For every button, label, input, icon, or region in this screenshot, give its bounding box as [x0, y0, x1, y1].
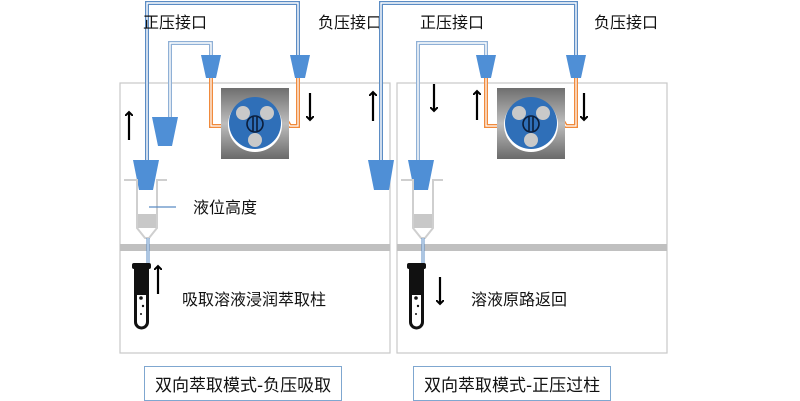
left-sample-tube-icon: [132, 263, 151, 330]
left-return-funnel: [368, 160, 394, 190]
left-column-funnel: [133, 160, 159, 190]
left-mode-caption: 双向萃取模式-负压吸取: [144, 366, 343, 401]
left-positive-port-funnel: [201, 55, 221, 78]
right-action-label: 溶液原路返回: [471, 290, 567, 309]
right-pump-rotor-icon: [522, 115, 540, 133]
left-panel-frame: [119, 82, 391, 354]
left-peristaltic-pump: [221, 88, 289, 159]
left-vent-funnel: [152, 117, 178, 146]
left-spe-column: [124, 179, 167, 265]
right-negative-port-label: 负压接口: [594, 13, 658, 32]
left-positive-port-label: 正压接口: [143, 13, 207, 32]
right-shelf: [397, 244, 667, 251]
right-sample-tube-icon: [407, 263, 426, 330]
right-peristaltic-pump: [497, 88, 565, 159]
right-positive-port-funnel: [476, 55, 496, 78]
left-action-label: 吸取溶液浸润萃取柱: [182, 290, 326, 309]
right-spe-column: [401, 179, 443, 265]
right-panel: 正压接口 负压接口 溶液原路返回: [368, 1, 668, 354]
left-shelf: [120, 244, 390, 251]
right-column-funnel: [408, 160, 434, 190]
right-panel-frame: [396, 82, 668, 354]
left-panel: 正压接口 负压接口 液位高度 吸取溶液浸润萃取柱: [119, 1, 391, 354]
left-inner-tube: [168, 41, 213, 120]
right-negative-port-funnel: [566, 55, 586, 78]
right-positive-port-label: 正压接口: [420, 13, 484, 32]
right-inner-tube: [416, 41, 488, 168]
right-mode-caption: 双向萃取模式-正压过柱: [413, 366, 612, 401]
left-negative-port-label: 负压接口: [318, 13, 382, 32]
left-negative-port-funnel: [290, 55, 310, 78]
left-pump-rotor-icon: [246, 115, 264, 133]
left-level-label: 液位高度: [193, 198, 257, 217]
